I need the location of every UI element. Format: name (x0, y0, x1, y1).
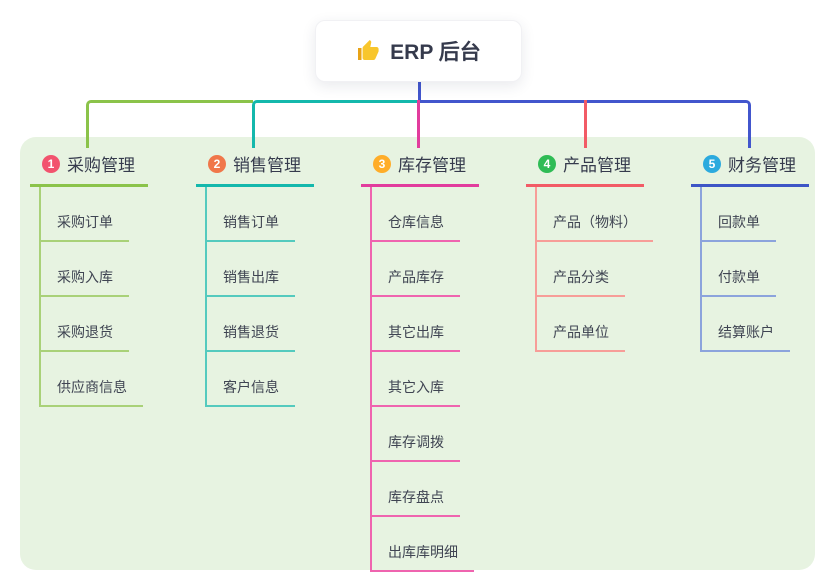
branch-item-list: 仓库信息 产品库存 其它出库 其它入库 库存调拨 库存盘点 出库库明细 (361, 187, 513, 572)
node-label: 供应商信息 (39, 377, 143, 407)
node-item[interactable]: 销售订单 (205, 187, 348, 242)
node-label: 采购退货 (39, 322, 129, 352)
branch-header[interactable]: 2 销售管理 (196, 148, 314, 187)
node-item[interactable]: 采购入库 (39, 242, 182, 297)
node-label: 付款单 (700, 267, 776, 297)
root-node-label: ERP 后台 (390, 41, 481, 64)
node-label: 销售订单 (205, 212, 295, 242)
branch-connector-line (39, 187, 41, 407)
node-label: 结算账户 (700, 322, 790, 352)
node-item[interactable]: 销售退货 (205, 297, 348, 352)
node-label: 库存盘点 (370, 487, 460, 517)
node-label: 仓库信息 (370, 212, 460, 242)
branch-inventory: 3 库存管理 仓库信息 产品库存 其它出库 其它入库 库存调拨 库存盘点 出库库… (361, 148, 513, 572)
node-item[interactable]: 客户信息 (205, 352, 348, 407)
node-item[interactable]: 采购订单 (39, 187, 182, 242)
node-item[interactable]: 回款单 (700, 187, 839, 242)
branch-item-list: 产品（物料） 产品分类 产品单位 (526, 187, 678, 352)
node-item[interactable]: 仓库信息 (370, 187, 513, 242)
node-label: 产品库存 (370, 267, 460, 297)
node-label: 库存调拨 (370, 432, 460, 462)
branch-number-badge: 4 (538, 154, 556, 173)
branch-number-badge: 3 (373, 154, 391, 173)
root-node[interactable]: ERP 后台 (315, 20, 522, 82)
node-item[interactable]: 出库库明细 (370, 517, 513, 572)
branch-header[interactable]: 1 采购管理 (30, 148, 148, 187)
node-item[interactable]: 其它出库 (370, 297, 513, 352)
branch-item-list: 回款单 付款单 结算账户 (691, 187, 839, 352)
node-item[interactable]: 其它入库 (370, 352, 513, 407)
branch-header[interactable]: 3 库存管理 (361, 148, 479, 187)
node-label: 采购订单 (39, 212, 129, 242)
root-connector-stem (418, 81, 421, 102)
branch-finance: 5 财务管理 回款单 付款单 结算账户 (691, 148, 839, 352)
branch-title: 产品管理 (563, 156, 631, 175)
node-item[interactable]: 库存盘点 (370, 462, 513, 517)
node-item[interactable]: 供应商信息 (39, 352, 182, 407)
connector-branch-2 (252, 100, 419, 148)
branch-title: 销售管理 (233, 156, 301, 175)
node-item[interactable]: 产品分类 (535, 242, 678, 297)
node-item[interactable]: 销售出库 (205, 242, 348, 297)
thumbs-up-icon (358, 40, 379, 60)
node-item[interactable]: 付款单 (700, 242, 839, 297)
branch-sales: 2 销售管理 销售订单 销售出库 销售退货 客户信息 (196, 148, 348, 407)
branch-connector-line (535, 187, 537, 352)
node-item[interactable]: 产品库存 (370, 242, 513, 297)
node-label: 出库库明细 (370, 542, 474, 572)
node-item[interactable]: 采购退货 (39, 297, 182, 352)
node-label: 客户信息 (205, 377, 295, 407)
node-label: 销售出库 (205, 267, 295, 297)
branch-title: 财务管理 (728, 156, 796, 175)
branch-product: 4 产品管理 产品（物料） 产品分类 产品单位 (526, 148, 678, 352)
node-label: 产品分类 (535, 267, 625, 297)
connector-branch-4 (584, 100, 587, 148)
node-label: 产品（物料） (535, 212, 653, 242)
branch-item-list: 采购订单 采购入库 采购退货 供应商信息 (30, 187, 182, 407)
node-item[interactable]: 产品（物料） (535, 187, 678, 242)
connector-branch-3 (417, 100, 420, 148)
connector-branch-1 (86, 100, 253, 148)
branch-number-badge: 1 (42, 154, 60, 173)
node-label: 其它出库 (370, 322, 460, 352)
node-item[interactable]: 产品单位 (535, 297, 678, 352)
branch-header[interactable]: 5 财务管理 (691, 148, 809, 187)
node-label: 销售退货 (205, 322, 295, 352)
branches-panel (20, 137, 815, 570)
branch-connector-line (205, 187, 207, 407)
node-item[interactable]: 库存调拨 (370, 407, 513, 462)
node-label: 产品单位 (535, 322, 625, 352)
node-label: 其它入库 (370, 377, 460, 407)
branch-procurement: 1 采购管理 采购订单 采购入库 采购退货 供应商信息 (30, 148, 182, 407)
node-label: 回款单 (700, 212, 776, 242)
branch-connector-line (370, 187, 372, 572)
branch-number-badge: 5 (703, 154, 721, 173)
branch-title: 库存管理 (398, 156, 466, 175)
node-label: 采购入库 (39, 267, 129, 297)
branch-number-badge: 2 (208, 154, 226, 173)
branch-header[interactable]: 4 产品管理 (526, 148, 644, 187)
node-item[interactable]: 结算账户 (700, 297, 839, 352)
branch-connector-line (700, 187, 702, 352)
branch-item-list: 销售订单 销售出库 销售退货 客户信息 (196, 187, 348, 407)
branch-title: 采购管理 (67, 156, 135, 175)
